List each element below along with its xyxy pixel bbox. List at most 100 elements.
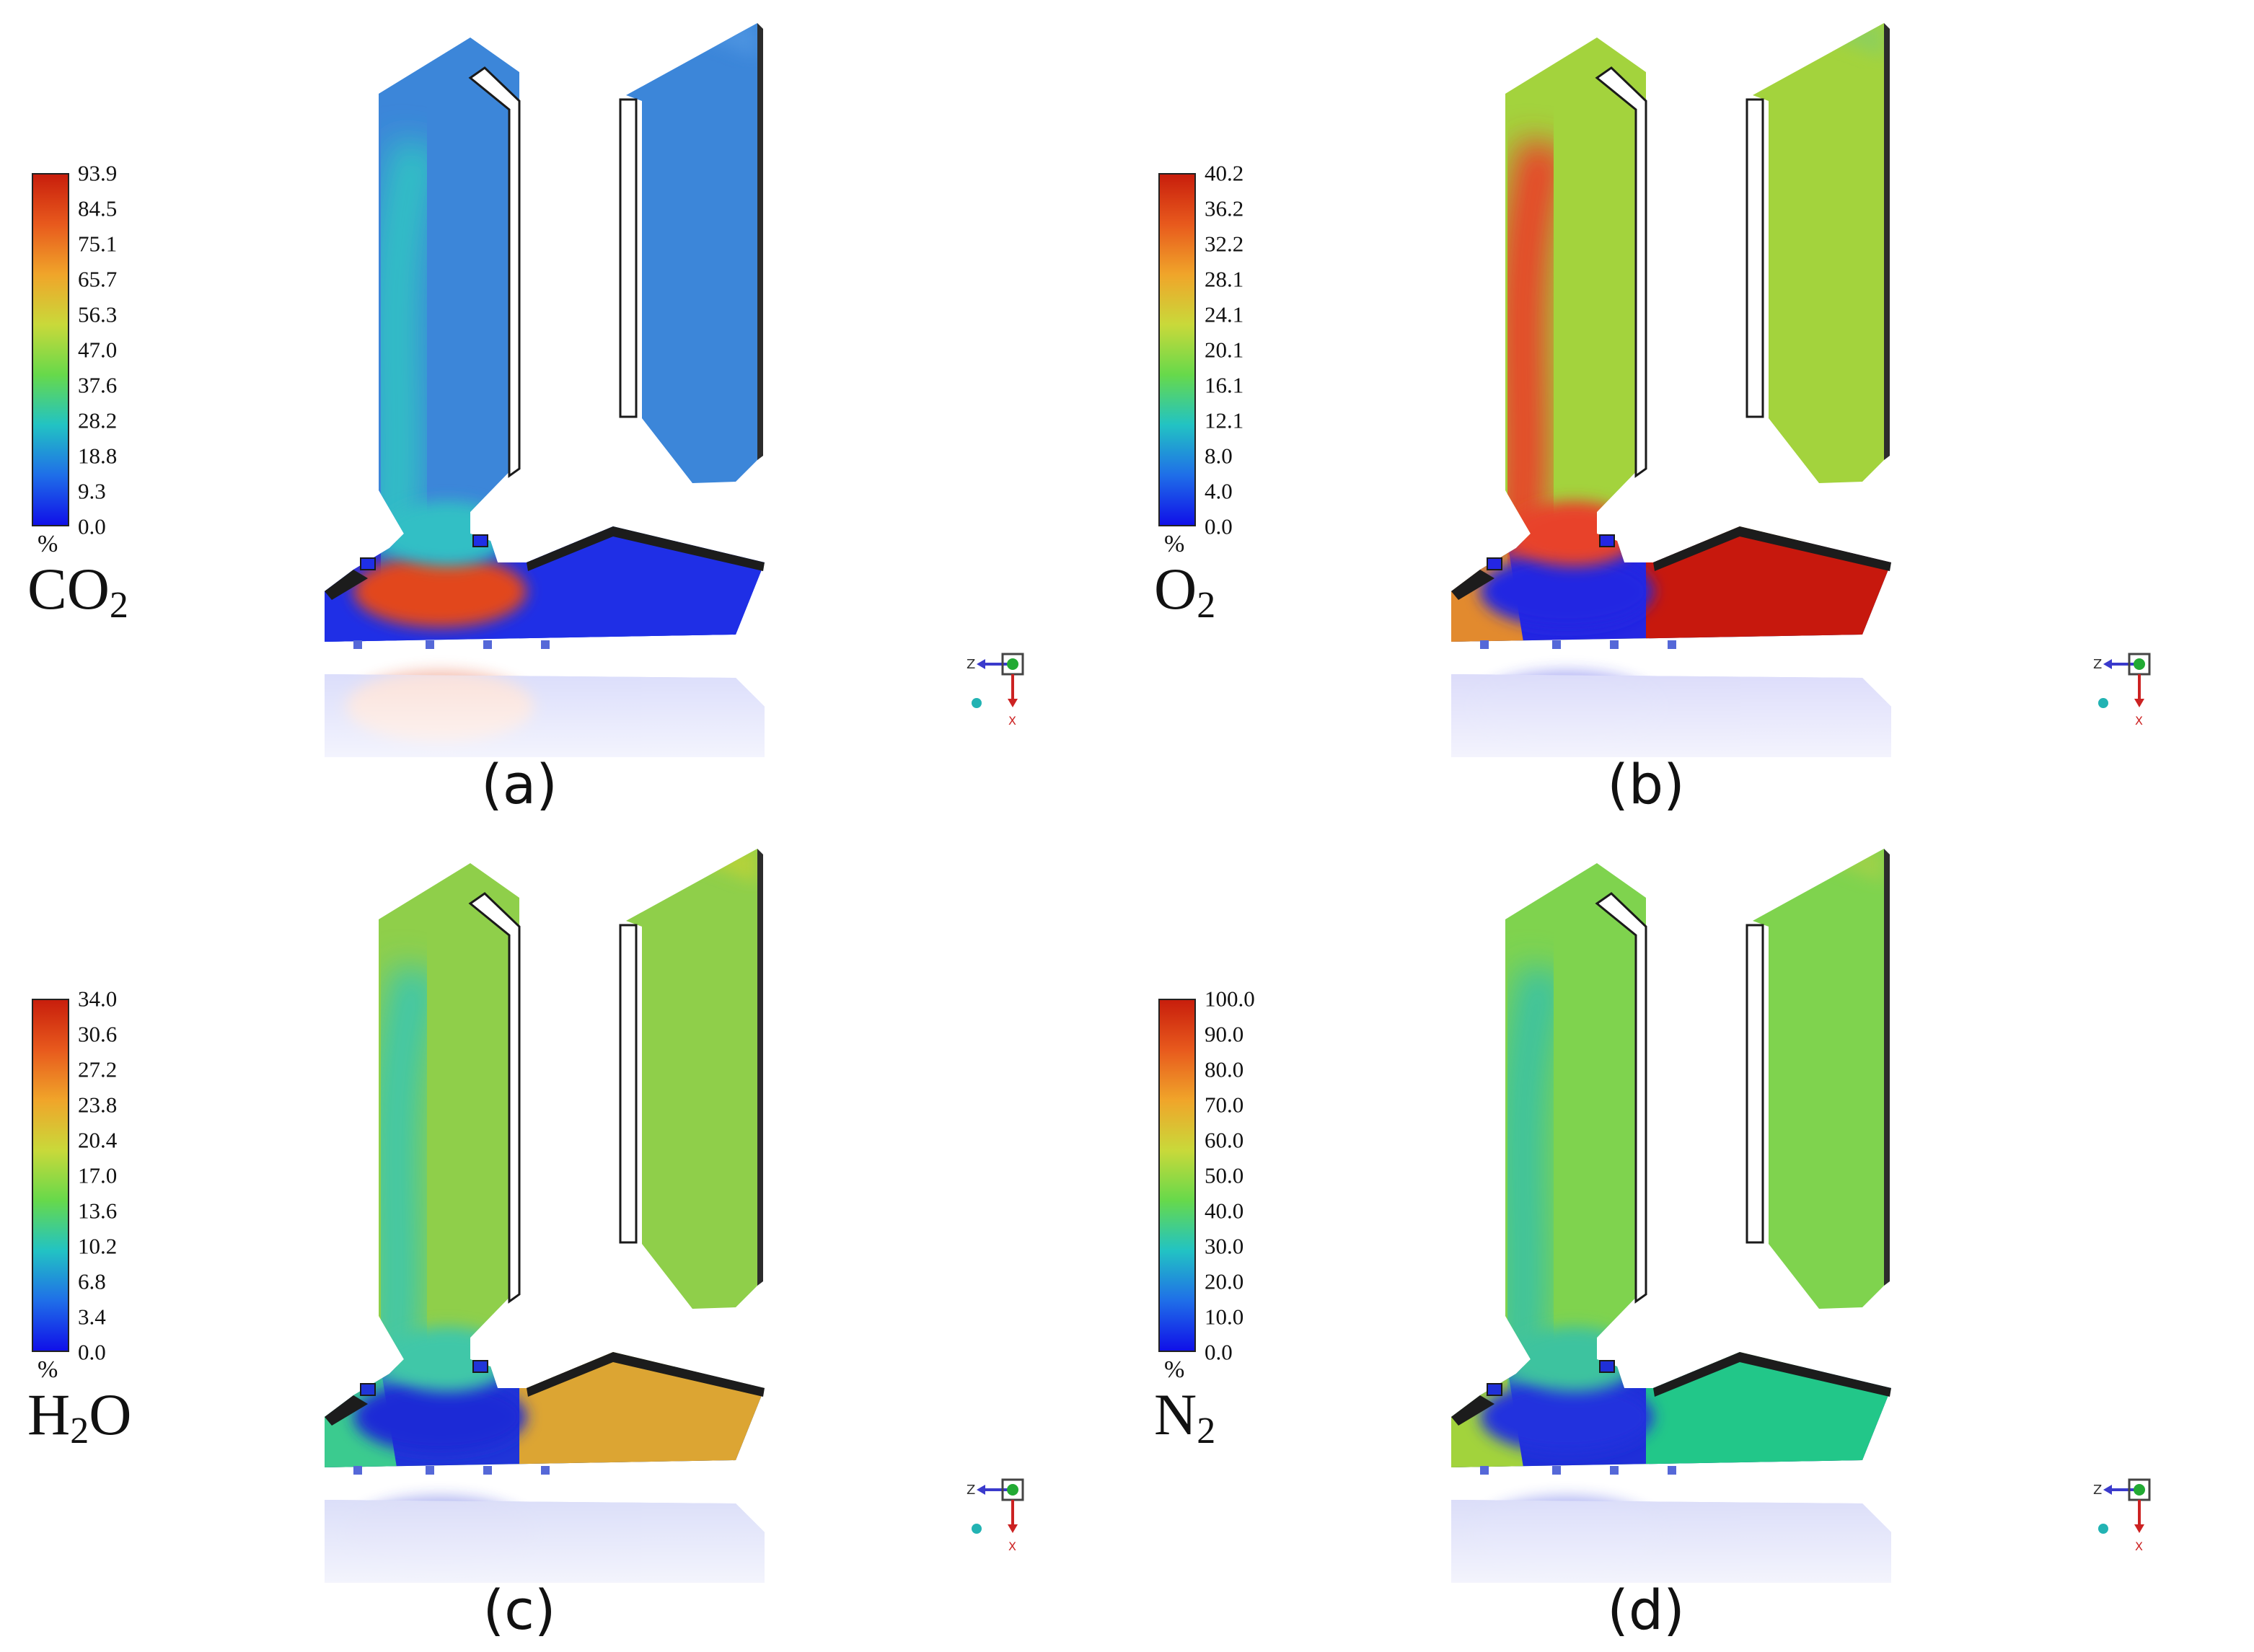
triad-x-label: X — [2135, 714, 2143, 728]
axis-triad-icon: ZX — [2093, 1478, 2151, 1553]
panel-label: (a) — [481, 752, 558, 816]
colorbar-tick-label: 90.0 — [1205, 1021, 1244, 1047]
colorbar-tick-label: 12.1 — [1205, 407, 1244, 433]
colorbar — [1158, 173, 1196, 526]
colorbar-tick-label: 30.6 — [78, 1021, 118, 1047]
colorbar-tick-label: 60.0 — [1205, 1127, 1244, 1153]
axis-triad-icon: ZX — [967, 1478, 1024, 1553]
colorbar-tick-label: 56.3 — [78, 301, 118, 327]
species-base: CO — [27, 556, 110, 622]
colorbar-tick-label: 0.0 — [1205, 1339, 1233, 1365]
triad-x-label: X — [2135, 1540, 2143, 1553]
furnace-contour — [325, 23, 765, 757]
colorbar-tick-label: 30.0 — [1205, 1233, 1244, 1259]
colorbar-tick-label: 100.0 — [1205, 986, 1255, 1012]
colorbar-tick-label: 47.0 — [78, 337, 118, 363]
partition-slot — [619, 924, 638, 1244]
species-label: N2 — [1154, 1385, 1215, 1450]
panel-label: (c) — [483, 1578, 556, 1642]
colorbar-tick-label: 6.8 — [78, 1268, 106, 1294]
colorbar-tick-label: 3.4 — [78, 1304, 106, 1330]
colorbar-tick-label: 27.2 — [78, 1056, 118, 1082]
colorbar-unit: % — [1164, 1356, 1185, 1383]
colorbar — [32, 999, 69, 1352]
species-base: O — [1154, 556, 1197, 622]
furnace-body — [325, 37, 765, 642]
colorbar-unit: % — [1164, 531, 1185, 557]
colorbar-tick-label: 8.0 — [1205, 443, 1233, 469]
colorbar-ticks: 34.0 30.6 27.2 23.8 20.4 17.0 13.6 10.2 6.8 3.4 0.… — [78, 988, 157, 1364]
panel-label: (b) — [1607, 752, 1685, 816]
colorbar — [1158, 999, 1196, 1352]
species-tail: O — [89, 1382, 132, 1447]
colorbar-unit: % — [38, 1356, 58, 1383]
colorbar-tick-label: 32.2 — [1205, 231, 1244, 257]
colorbar-tick-label: 65.7 — [78, 266, 118, 292]
species-base: H — [27, 1382, 71, 1447]
colorbar-tick-label: 36.2 — [1205, 195, 1244, 221]
colorbar-unit: % — [38, 531, 58, 557]
colorbar-tick-label: 84.5 — [78, 195, 118, 221]
colorbar-ticks: 100.0 90.0 80.0 70.0 60.0 50.0 40.0 30.0 20.0 10.… — [1205, 988, 1284, 1364]
colorbar-tick-label: 28.2 — [78, 407, 118, 433]
panel-c: 34.0 30.6 27.2 23.8 20.4 17.0 13.6 10.2 6.8 3.4 0.… — [0, 826, 1127, 1651]
partition-slot — [619, 98, 638, 418]
species-label: CO2 — [27, 560, 128, 624]
colorbar-tick-label: 70.0 — [1205, 1092, 1244, 1118]
colorbar-tick-label: 75.1 — [78, 231, 118, 257]
colorbar-tick-label: 20.1 — [1205, 337, 1244, 363]
species-base: N — [1154, 1382, 1197, 1447]
triad-z-label: Z — [967, 657, 975, 672]
colorbar-tick-label: 10.2 — [78, 1233, 118, 1259]
colorbar-tick-label: 28.1 — [1205, 266, 1244, 292]
colorbar-tick-label: 17.0 — [78, 1162, 118, 1188]
colorbar-tick-label: 13.6 — [78, 1198, 118, 1224]
colorbar — [32, 173, 69, 526]
colorbar-tick-label: 93.9 — [78, 160, 118, 186]
baffle — [468, 892, 521, 1304]
colorbar-tick-label: 50.0 — [1205, 1162, 1244, 1188]
furnace-body — [1451, 37, 1891, 642]
colorbar-tick-label: 0.0 — [1205, 513, 1233, 539]
colorbar-tick-label: 9.3 — [78, 478, 106, 504]
baffle — [1595, 66, 1647, 478]
panel-label: (d) — [1607, 1578, 1685, 1642]
colorbar-tick-label: 4.0 — [1205, 478, 1233, 504]
furnace-body — [1451, 863, 1891, 1467]
species-label: H2O — [27, 1385, 131, 1450]
axis-triad-icon: ZX — [2093, 653, 2151, 728]
colorbar-tick-label: 0.0 — [78, 513, 106, 539]
colorbar-tick-label: 40.2 — [1205, 160, 1244, 186]
species-subscript: 2 — [1197, 585, 1216, 626]
flue-duct — [626, 23, 757, 483]
flue-duct — [626, 849, 757, 1309]
colorbar-tick-label: 80.0 — [1205, 1056, 1244, 1082]
partition-slot — [1745, 98, 1764, 418]
colorbar-tick-label: 40.0 — [1205, 1198, 1244, 1224]
species-subscript: 2 — [70, 1410, 89, 1452]
furnace-contour — [325, 849, 765, 1583]
colorbar-tick-label: 16.1 — [1205, 372, 1244, 398]
colorbar-tick-label: 24.1 — [1205, 301, 1244, 327]
panel-b: 40.2 36.2 32.2 28.1 24.1 20.1 16.1 12.1 8.0 4.0 0.… — [1127, 0, 2253, 826]
furnace-contour — [1451, 849, 1891, 1583]
species-subscript: 2 — [109, 585, 128, 626]
colorbar-tick-label: 10.0 — [1205, 1304, 1244, 1330]
colorbar-tick-label: 0.0 — [78, 1339, 106, 1365]
colorbar-tick-label: 18.8 — [78, 443, 118, 469]
colorbar-tick-label: 23.8 — [78, 1092, 118, 1118]
flue-duct — [1753, 849, 1884, 1309]
triad-x-label: X — [1008, 714, 1016, 728]
flue-duct — [1753, 23, 1884, 483]
colorbar-tick-label: 20.4 — [78, 1127, 118, 1153]
partition-slot — [1745, 924, 1764, 1244]
colorbar-tick-label: 34.0 — [78, 986, 118, 1012]
triad-x-label: X — [1008, 1540, 1016, 1553]
triad-z-label: Z — [2093, 657, 2102, 672]
triad-z-label: Z — [2093, 1483, 2102, 1498]
baffle — [468, 66, 521, 478]
triad-z-label: Z — [967, 1483, 975, 1498]
colorbar-tick-label: 20.0 — [1205, 1268, 1244, 1294]
